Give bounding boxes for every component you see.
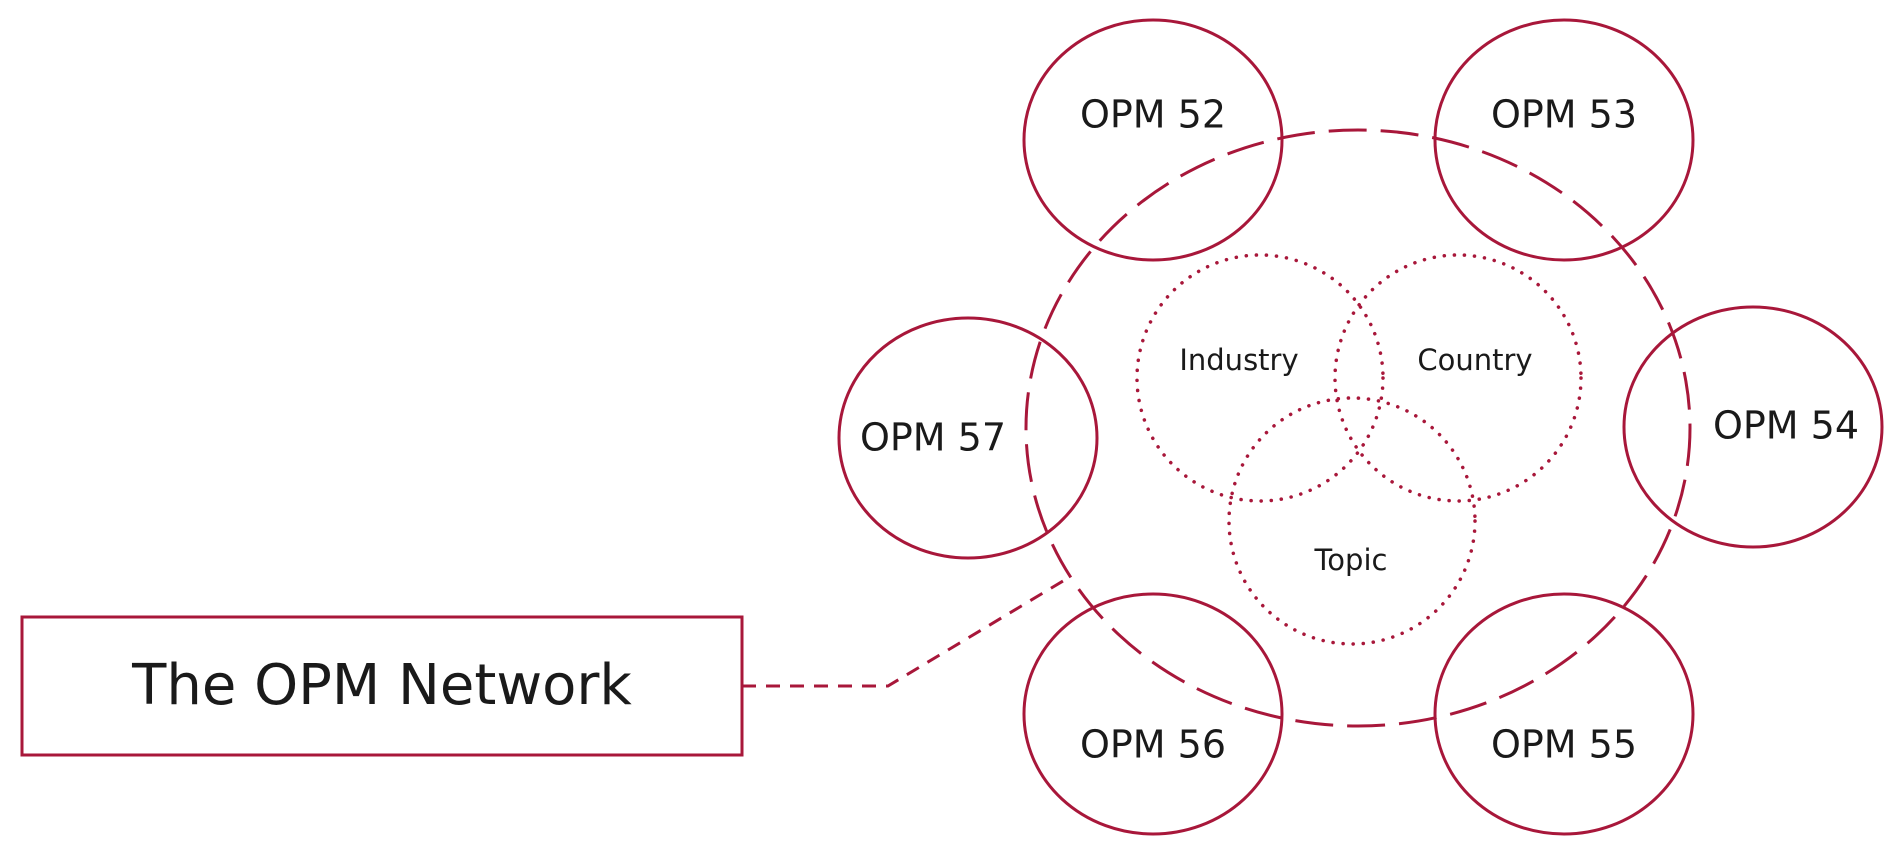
opm-node-label: OPM 53 (1491, 93, 1637, 137)
opm-node-circle (837, 316, 1099, 560)
opm-node-circle (1433, 592, 1695, 836)
opm-node-label: OPM 54 (1713, 404, 1859, 448)
venn-label-industry: Industry (1179, 343, 1298, 377)
network-label-text: The OPM Network (131, 653, 632, 718)
venn-circle-topic (1227, 396, 1477, 646)
opm-node-57: OPM 57 (837, 316, 1099, 560)
opm-node-circle (1433, 18, 1695, 262)
opm-node-label: OPM 55 (1491, 723, 1637, 767)
venn-circle-country (1333, 253, 1583, 503)
opm-node-56: OPM 56 (1022, 592, 1284, 836)
opm-node-label: OPM 57 (860, 416, 1006, 460)
opm-node-54: OPM 54 (1622, 305, 1884, 549)
venn-circle-industry (1135, 253, 1385, 503)
opm-node-circle (1022, 18, 1284, 262)
venn-label-topic: Topic (1314, 543, 1388, 577)
network-ring (1024, 128, 1692, 728)
venn-label-country: Country (1417, 343, 1532, 377)
opm-node-circle (1022, 592, 1284, 836)
network-connector-line (742, 576, 1069, 688)
venn-diagram: Industry Country Topic (1135, 253, 1583, 646)
opm-node-53: OPM 53 (1433, 18, 1695, 262)
opm-node-52: OPM 52 (1022, 18, 1284, 262)
opm-node-label: OPM 52 (1080, 93, 1226, 137)
network-label-box: The OPM Network (20, 615, 744, 757)
opm-node-label: OPM 56 (1080, 723, 1226, 767)
opm-node-55: OPM 55 (1433, 592, 1695, 836)
opm-node-circle (1622, 305, 1884, 549)
